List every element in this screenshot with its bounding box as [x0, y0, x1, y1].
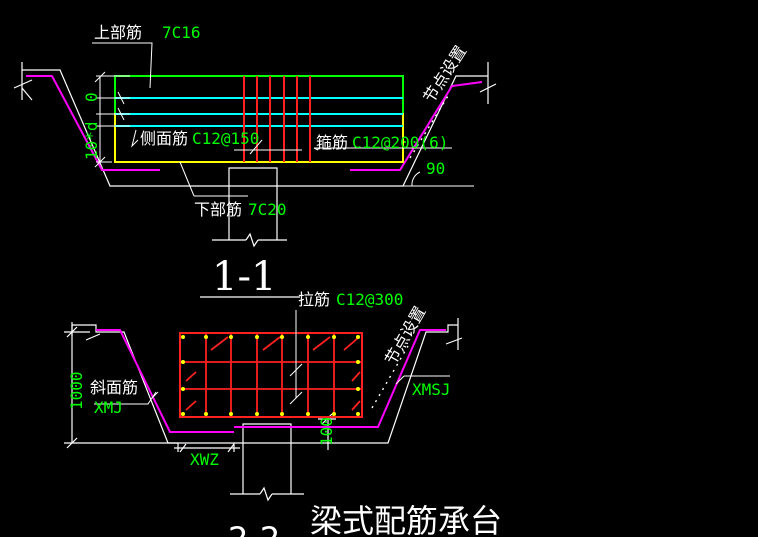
- cushion-lines-1: [26, 75, 483, 171]
- side-rebar-value: C12@150: [192, 129, 259, 148]
- right-code: XMSJ: [412, 380, 451, 399]
- node-dotted-line-1: [409, 95, 449, 159]
- leaders-2: [94, 310, 450, 405]
- section-title-2: 2-2: [228, 520, 280, 537]
- top-rebar-label: 上部筋: [94, 23, 142, 42]
- stirrups-1: [243, 76, 311, 162]
- top-rebar-value: 7C16: [162, 23, 201, 42]
- cushion-lines-2: [96, 329, 446, 433]
- slope-rebar-code: XMJ: [94, 398, 123, 417]
- cage-outline-2: [179, 332, 363, 418]
- stirrup-label: 箍筋: [316, 133, 348, 152]
- bottom-rebar-label: 下部筋: [194, 200, 242, 219]
- dim-zero: 0: [82, 92, 101, 102]
- section-1-1: 上部筋 7C16 侧面筋 C12@150 箍筋 C12@200(6) 下部筋 7…: [13, 23, 497, 300]
- pit-outline-2: [64, 318, 463, 502]
- cage-grid-2: [180, 333, 362, 417]
- tie-value: C12@300: [336, 290, 403, 309]
- dim-left: 10*d: [82, 121, 101, 160]
- drawing-caption: 梁式配筋承台: [310, 502, 502, 537]
- bottom-rebar-value: 7C20: [248, 200, 287, 219]
- section-title-1: 1-1: [212, 254, 276, 300]
- bottom-code: XWZ: [190, 450, 219, 469]
- dim-height: 1000: [67, 371, 86, 410]
- leaders-1: [92, 42, 474, 197]
- angle-value: 90: [426, 159, 445, 178]
- side-rebar-label: 侧面筋: [140, 129, 188, 148]
- cage-nodes-2: [181, 335, 360, 416]
- pit-outline-1: [13, 62, 497, 248]
- stirrup-value: C12@200(6): [352, 133, 448, 152]
- slope-rebar-label: 斜面筋: [90, 378, 138, 397]
- node-dotted-line-2: [371, 345, 409, 409]
- tie-label: 拉筋: [298, 290, 330, 309]
- dim-small: 100: [317, 417, 336, 446]
